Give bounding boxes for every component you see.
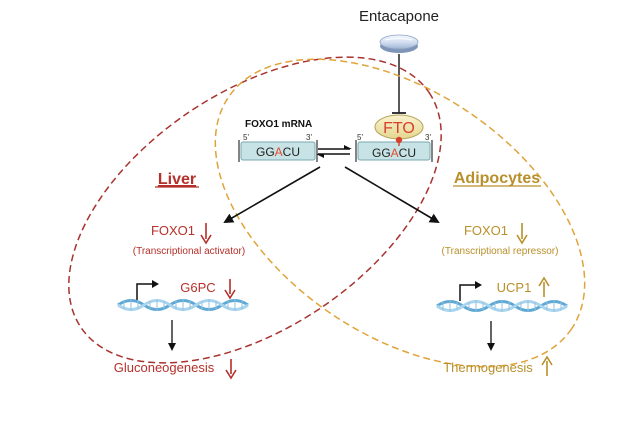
adipocytes-foxo1: FOXO1 <box>464 223 508 238</box>
adipocytes-foxo1-role: (Transcriptional repressor) <box>442 246 559 257</box>
down-arrow-icon <box>516 223 528 245</box>
methylated-rna-segment: 5' 3' GGACU <box>238 133 318 162</box>
rna-sequence: GGACU <box>256 145 300 159</box>
drug-name: Entacapone <box>359 8 439 25</box>
three-prime-label: 3' <box>425 133 431 142</box>
liver-target-gene: G6PC <box>180 280 215 295</box>
adipocyte-region-outline <box>214 58 586 368</box>
arrow-to-liver <box>223 166 321 224</box>
liver-foxo1-role: (Transcriptional activator) <box>133 246 245 257</box>
three-prime-label: 3' <box>306 133 312 142</box>
arrow-to-adipocytes <box>344 166 440 224</box>
liver-region-outline <box>68 56 442 364</box>
equilibrium-arrows <box>316 145 352 158</box>
dna-helix-icon <box>117 299 249 311</box>
liver-title: Liver <box>158 171 196 188</box>
down-arrow-icon <box>225 359 237 380</box>
liver-outcome: Gluconeogenesis <box>114 360 215 375</box>
adipocytes-target-gene: UCP1 <box>497 280 532 295</box>
up-arrow-icon <box>538 276 550 297</box>
fto-label: FTO <box>383 120 415 137</box>
fto-enzyme: FTO <box>374 114 424 146</box>
down-arrow-icon <box>224 279 236 300</box>
pill-icon <box>379 34 419 53</box>
transcription-start-icon <box>136 280 159 300</box>
dna-helix-icon <box>436 300 568 312</box>
fto-bound-rna-segment: 5' 3' GGACU <box>355 133 433 162</box>
inhibition-line <box>392 54 406 114</box>
adipocytes-title: Adipocytes <box>454 170 540 187</box>
transcription-start-icon <box>459 281 482 301</box>
five-prime-label: 5' <box>357 133 363 142</box>
five-prime-label: 5' <box>243 133 249 142</box>
adipocytes-outcome: Thermogenesis <box>443 360 533 375</box>
liver-foxo1: FOXO1 <box>151 223 195 238</box>
up-arrow-icon <box>541 355 553 376</box>
mrna-label: FOXO1 mRNA <box>245 119 312 130</box>
rna-sequence: GGACU <box>372 146 416 160</box>
down-arrow-icon <box>200 223 212 245</box>
